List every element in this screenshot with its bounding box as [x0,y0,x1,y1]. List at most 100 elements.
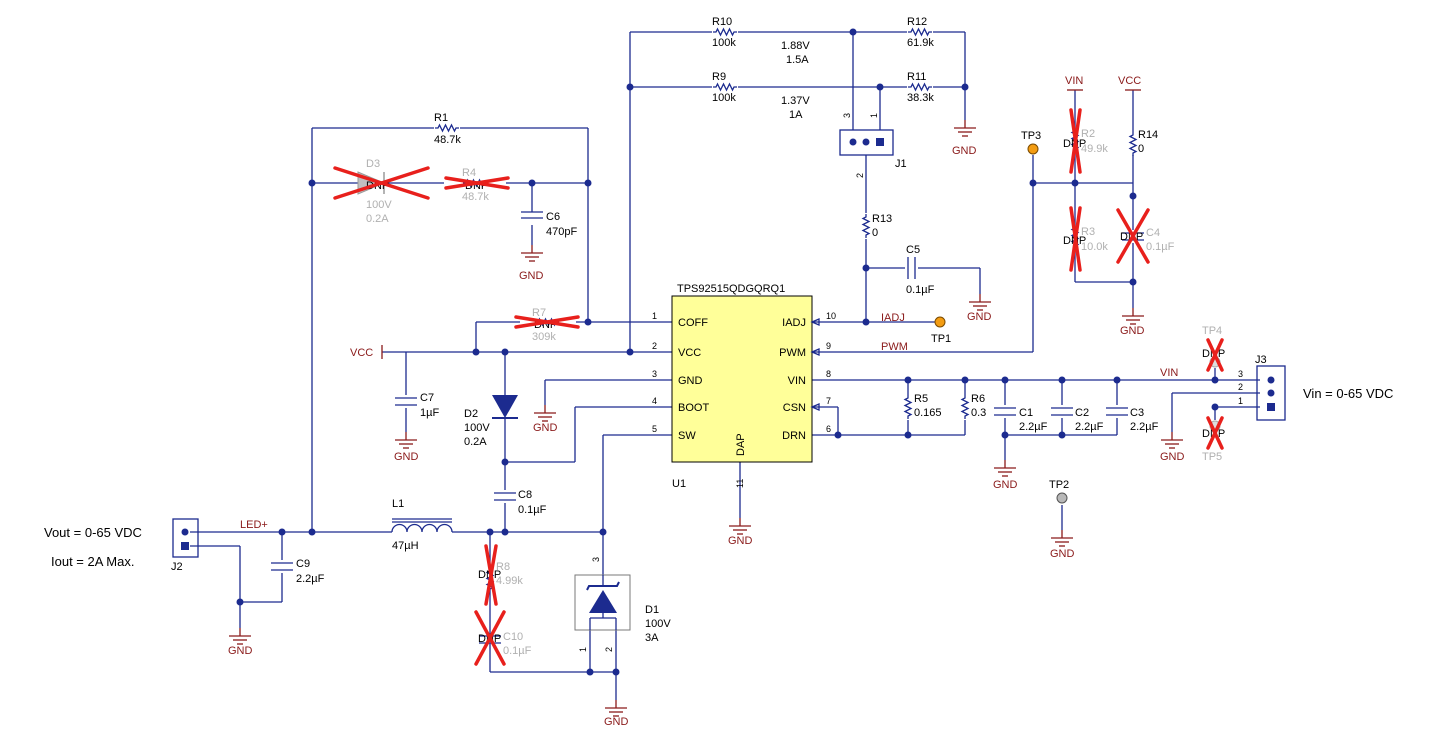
ref-label: TP1 [931,333,951,345]
value-label: 309k [532,331,556,343]
ref-label: D1 [645,604,659,616]
pin-num: 2 [855,173,865,178]
diode-d2[interactable]: D2 100V 0.2A [464,395,518,448]
testpoint-tp5-dnp[interactable]: TP5 DNP [1202,416,1225,463]
pin-num: 9 [826,341,831,351]
net-label-vin-port: VIN [1065,75,1083,87]
resistor-r10[interactable]: R10 100k [712,16,738,49]
pin-name-vin: VIN [788,375,806,387]
ref-label: R2 [1081,128,1095,140]
value-label: 2.2µF [296,573,325,585]
connector-j2[interactable]: J2 [171,518,199,573]
resistor-r7-dnp[interactable]: R7 DNP 309k [514,307,580,343]
pin-name-iadj: IADJ [782,317,806,329]
capacitor-c4-dnp[interactable]: C4 DNP 0.1µF [1116,208,1175,264]
pin-num: 2 [1238,382,1243,392]
pin-num: 5 [652,424,657,434]
pin-name-dap: DAP [735,433,747,456]
resistor-r4-dnp[interactable]: R4 DNP 48.7k [444,167,510,203]
ref-label: J2 [171,561,183,573]
resistor-r8-dnp[interactable]: R8 DNP 4.99k [478,544,523,606]
net-label-led-plus: LED+ [240,519,268,531]
pin-num: 8 [826,369,831,379]
setting-high-voltage: 1.88V [781,40,810,52]
testpoint-tp1[interactable]: TP1 [931,316,951,345]
capacitor-c5[interactable]: C5 0.1µF [906,244,935,296]
pin-num: 2 [652,341,657,351]
setting-low-voltage: 1.37V [781,95,810,107]
value-label: 0.1µF [1146,241,1175,253]
value-label: 0 [1138,143,1144,155]
capacitor-c3[interactable]: C3 2.2µF [1106,407,1159,433]
resistor-r5[interactable]: R5 0.165 [904,393,942,420]
resistor-r6[interactable]: R6 0.3 [961,393,986,420]
capacitor-c10-dnp[interactable]: C10 DNP 0.1µF [474,610,532,666]
ground-symbols: GND GND GND GND GND GND GND GND GND GND … [228,119,1185,728]
resistor-r9[interactable]: R9 100k [712,71,738,104]
value-label: 61.9k [907,37,934,49]
ref-label: R3 [1081,226,1095,238]
testpoint-tp3[interactable]: TP3 [1021,130,1041,155]
pin-num: 6 [826,424,831,434]
pin-name-pwm: PWM [779,347,806,359]
value-label: 10.0k [1081,241,1108,253]
spec-notes: Vout = 0-65 VDC Iout = 2A Max. Vin = 0-6… [44,386,1393,569]
resistor-r11[interactable]: R11 38.3k [907,71,934,104]
setting-high-current: 1.5A [786,54,809,66]
ref-label: C6 [546,211,560,223]
resistor-r3-dnp[interactable]: R3 DNP 10.0k [1063,206,1108,272]
pin-num: 2 [604,647,614,652]
value-label: 48.7k [434,134,461,146]
current-setting-notes: 1.88V 1.5A 1.37V 1A [781,40,810,121]
ref-label: C1 [1019,407,1033,419]
ref-label: R14 [1138,129,1158,141]
ic-part-number: TPS92515QDGQRQ1 [677,283,785,295]
resistor-r2-dnp[interactable]: R2 DNP 49.9k [1063,108,1108,174]
connector-j3[interactable]: 3 2 1 J3 [1238,354,1286,421]
value-label: 47µH [392,540,419,552]
value-label: 0 [872,227,878,239]
connector-j1[interactable]: 3 1 2 J1 [839,113,907,178]
ref-label: R4 [462,167,476,179]
ic-u1[interactable]: TPS92515QDGQRQ1 U1 1 2 3 4 5 COFF VCC GN… [652,283,836,490]
ref-label: TP2 [1049,479,1069,491]
capacitor-c9[interactable]: C9 2.2µF [271,558,325,585]
ref-label: C7 [420,392,434,404]
value-label: 470pF [546,226,577,238]
pin-name-vcc: VCC [678,347,701,359]
net-label-iadj: IADJ [881,312,905,324]
net-label-gnd: GND [993,479,1018,491]
ref-label: R6 [971,393,985,405]
net-label-gnd: GND [1050,548,1075,560]
value-label: 0.1µF [503,645,532,657]
voltage-label: 100V [366,199,392,211]
pin-num: 1 [652,311,657,321]
resistor-r14[interactable]: R14 0 [1129,129,1158,157]
ref-label: R9 [712,71,726,83]
inductor-l1[interactable]: L1 47µH [391,498,453,552]
diode-d1[interactable]: 3 1 2 D1 100V 3A [574,557,671,652]
resistor-r12[interactable]: R12 61.9k [907,16,934,49]
resistor-r1[interactable]: R1 48.7k [434,112,461,146]
ref-label: C8 [518,489,532,501]
capacitor-c1[interactable]: C1 2.2µF [994,407,1048,433]
net-label-vcc: VCC [350,347,373,359]
pin-num: 3 [652,369,657,379]
capacitor-c2[interactable]: C2 2.2µF [1051,407,1104,433]
testpoint-tp2[interactable]: TP2 [1049,479,1069,504]
value-label: 0.1µF [906,284,935,296]
net-label-gnd: GND [228,645,253,657]
value-label: 2.2µF [1019,421,1048,433]
ref-label: TP3 [1021,130,1041,142]
capacitor-c8[interactable]: C8 0.1µF [494,489,547,516]
current-label: 0.2A [464,436,487,448]
net-labels: VCC VIN VCC LED+ IADJ PWM VIN [240,75,1178,531]
resistor-r13[interactable]: R13 0 [862,213,892,239]
pin-name-boot: BOOT [678,402,709,414]
capacitor-c6[interactable]: C6 470pF [521,211,577,238]
pin-num: 11 [735,479,745,488]
testpoint-tp4-dnp[interactable]: TP4 DNP [1202,325,1225,372]
capacitor-c7[interactable]: C7 1µF [395,392,439,419]
diode-d3-dnp[interactable]: D3 DNP 100V 0.2A [333,158,430,225]
